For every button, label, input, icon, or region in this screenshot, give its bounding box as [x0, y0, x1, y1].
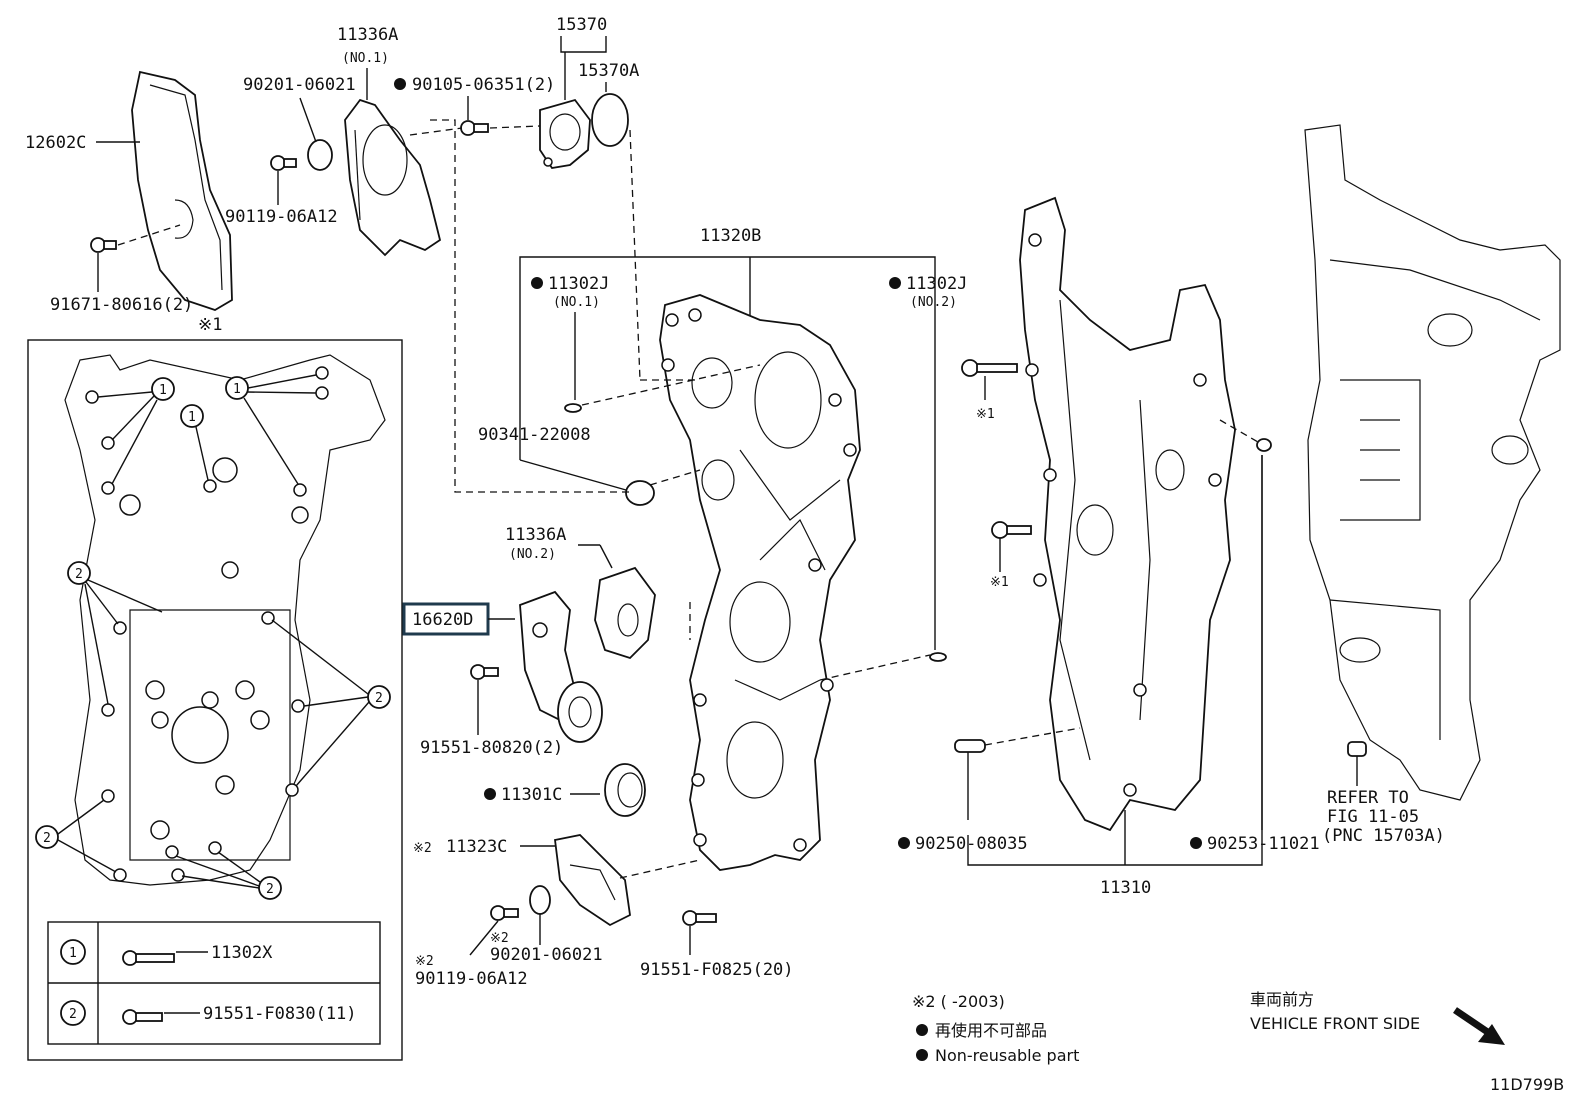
- inset-callouts-2: 2 2 2 2: [35, 561, 391, 900]
- label-11302J-no1: 11302J: [548, 274, 609, 294]
- label-90105-06351: 90105-06351(2): [412, 75, 555, 95]
- engine-block: [1304, 124, 1561, 801]
- non-reusable-jp: 再使用不可部品: [935, 1021, 1047, 1040]
- mark2-90201: ※2: [490, 931, 509, 946]
- o-ring-15370A[interactable]: [591, 93, 629, 147]
- label-mark1-top: ※1: [198, 315, 222, 335]
- mark2-90119: ※2: [415, 954, 434, 969]
- timing-guide-11336A-no1[interactable]: [344, 98, 442, 257]
- label-11301C: 11301C: [501, 785, 562, 805]
- label-90253-11021: 90253-11021: [1207, 834, 1320, 854]
- inset-callouts-1: 1 1 1: [151, 376, 249, 428]
- refer-line-1: REFER TO: [1327, 788, 1409, 808]
- svg-text:2: 2: [43, 831, 51, 846]
- svg-text:2: 2: [375, 691, 383, 706]
- front-arrow-icon: [1453, 1007, 1505, 1045]
- svg-text:2: 2: [266, 882, 274, 897]
- label-11320B: 11320B: [700, 226, 761, 246]
- label-91551-F0825: 91551-F0825(20): [640, 960, 794, 980]
- label-11310: 11310: [1100, 878, 1151, 898]
- sprocket-assy-15370[interactable]: [539, 98, 591, 169]
- refer-line-2: FIG 11-05: [1327, 807, 1419, 827]
- timing-case-11320B[interactable]: [659, 294, 861, 871]
- timing-chain-cover-11310[interactable]: [1019, 196, 1236, 832]
- oil-seal-11301C[interactable]: [604, 763, 646, 817]
- label-11336A-no2: 11336A: [505, 525, 566, 545]
- part-15703A[interactable]: [1347, 741, 1367, 757]
- label-91671-80616: 91671-80616(2): [50, 295, 193, 315]
- bolt-90119-06A12-b[interactable]: [490, 905, 519, 921]
- table-row2-num: 2: [69, 1007, 77, 1022]
- mark2-11323C: ※2: [413, 841, 432, 856]
- label-11336A-no2-sub: (NO.2): [509, 547, 556, 562]
- label-12602C: 12602C: [25, 133, 86, 153]
- svg-text:1: 1: [233, 382, 241, 397]
- pin-11302J-no2[interactable]: [929, 652, 947, 662]
- inset-gasket-outline: [64, 354, 386, 886]
- label-90201-06021-a: 90201-06021: [243, 75, 356, 95]
- pin-11302J-no1[interactable]: [564, 403, 582, 413]
- dowel-90250-08035[interactable]: [954, 739, 986, 753]
- mark1-bolt-a: ※1: [976, 407, 995, 422]
- note-range: ※2 ( -2003): [912, 992, 1005, 1011]
- label-11302J-no2: 11302J: [906, 274, 967, 294]
- mark1-bolt-b: ※1: [990, 575, 1009, 590]
- highlight-box-16620D[interactable]: [402, 602, 490, 636]
- bolt-90105-06351[interactable]: [460, 120, 489, 136]
- label-90250-08035: 90250-08035: [915, 834, 1028, 854]
- non-reusable-en: Non-reusable part: [935, 1046, 1079, 1065]
- label-11323C: 11323C: [446, 837, 507, 857]
- label-16620D: 16620D: [412, 610, 473, 630]
- svg-text:1: 1: [159, 383, 167, 398]
- label-11336A-no1: 11336A: [337, 25, 398, 45]
- inset-bolt-holes: [85, 366, 329, 882]
- table-row1-part: 11302X: [211, 943, 273, 963]
- label-15370A: 15370A: [578, 61, 639, 81]
- svg-text:2: 2: [75, 567, 83, 582]
- figure-code: 11D799B: [1490, 1075, 1564, 1094]
- bolt-91551-F0825[interactable]: [682, 910, 717, 926]
- refer-line-3: (PNC 15703A): [1322, 826, 1445, 846]
- label-90341-22008: 90341-22008: [478, 425, 591, 445]
- label-90201-06021-b: 90201-06021: [490, 945, 603, 965]
- tensioner-16620D[interactable]: [519, 590, 603, 743]
- svg-text:1: 1: [188, 410, 196, 425]
- label-15370: 15370: [556, 15, 607, 35]
- label-11336A-no1-sub: (NO.1): [342, 51, 389, 66]
- timing-cover-12602C[interactable]: [131, 70, 233, 311]
- table-row2-part: 91551-F0830(11): [203, 1004, 357, 1024]
- bolt-91671-80616[interactable]: [90, 237, 117, 253]
- washer-90201-06021-a[interactable]: [307, 139, 333, 171]
- table-row1-num: 1: [69, 946, 77, 961]
- label-90119-06A12-b: 90119-06A12: [415, 969, 528, 989]
- inset-bolt-table: 1 2 11302X 91551-F0830(11): [47, 921, 381, 1045]
- timing-guide-11336A-no2[interactable]: [594, 566, 656, 660]
- label-11302J-no1-sub: (NO.1): [553, 295, 600, 310]
- inset-gasket-frame: [27, 339, 403, 1061]
- plug-90253-11021[interactable]: [1256, 438, 1272, 452]
- label-91551-80820: 91551-80820(2): [420, 738, 563, 758]
- plug-90341-22008[interactable]: [625, 480, 655, 506]
- label-90119-06A12-a: 90119-06A12: [225, 207, 338, 227]
- bolt-11310-a[interactable]: [961, 359, 1018, 377]
- cover-11323C[interactable]: [554, 834, 631, 927]
- bolt-90119-06A12-a[interactable]: [270, 155, 297, 171]
- washer-90201-06021-b[interactable]: [529, 885, 551, 915]
- bolt-11310-b[interactable]: [991, 521, 1032, 539]
- bolt-91551-80820[interactable]: [470, 664, 499, 680]
- front-en: VEHICLE FRONT SIDE: [1250, 1014, 1420, 1033]
- front-jp: 車両前方: [1250, 990, 1314, 1009]
- label-11302J-no2-sub: (NO.2): [910, 295, 957, 310]
